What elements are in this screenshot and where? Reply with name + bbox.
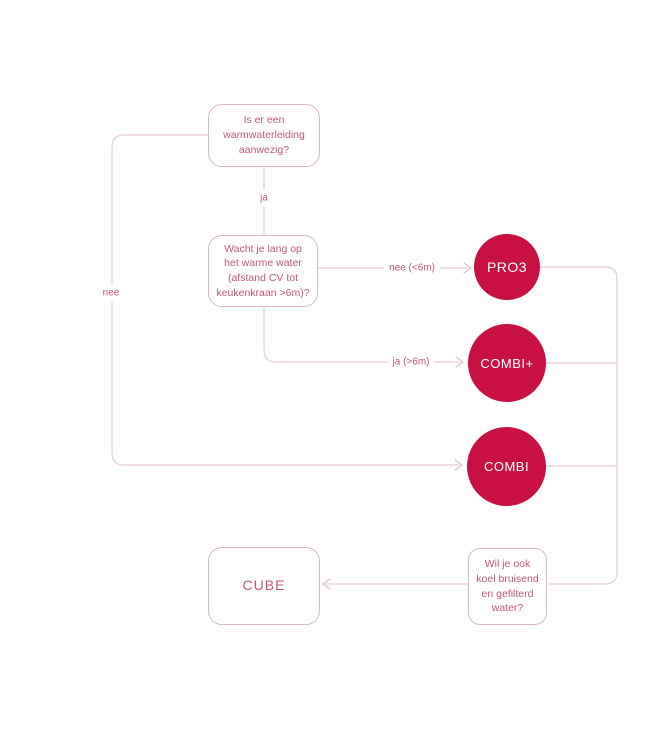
edge-label-ja: ja bbox=[255, 189, 273, 207]
edge-label-ja-6m: ja (>6m) bbox=[387, 353, 435, 371]
decision-box-koelwater-label: Wil je ook koel bruisend en gefilterd wa… bbox=[476, 558, 539, 615]
arrowhead-pro3 bbox=[463, 262, 472, 274]
edge-label-nee-6m: nee (<6m) bbox=[384, 259, 440, 277]
edge-ja6m-to-combiplus bbox=[263, 307, 460, 363]
result-circle-combi: COMBI bbox=[467, 427, 546, 506]
decision-box-wachttijd-label: Wacht je lang op het warme water (afstan… bbox=[216, 242, 310, 299]
decision-box-warmwaterleiding-label: Is er een warmwaterleiding aanwezig? bbox=[223, 114, 305, 156]
result-box-cube-label: CUBE bbox=[242, 577, 286, 594]
result-circle-combi-label: COMBI bbox=[483, 459, 530, 474]
decision-box-warmwaterleiding: Is er een warmwaterleiding aanwezig? bbox=[208, 104, 320, 167]
arrowhead-combi bbox=[454, 459, 463, 471]
edge-pro3-to-q3 bbox=[540, 266, 618, 585]
result-circle-combiplus: COMBI+ bbox=[468, 324, 546, 402]
result-circle-pro3-label: PRO3 bbox=[486, 259, 528, 275]
result-circle-pro3: PRO3 bbox=[474, 234, 540, 300]
decision-box-koelwater: Wil je ook koel bruisend en gefilterd wa… bbox=[468, 548, 547, 625]
result-circle-combiplus-label: COMBI+ bbox=[480, 355, 534, 371]
arrowhead-cube bbox=[322, 578, 331, 590]
edge-label-nee: nee bbox=[97, 284, 125, 302]
arrowhead-combiplus bbox=[455, 356, 464, 368]
result-box-cube: CUBE bbox=[208, 547, 320, 625]
decision-box-wachttijd: Wacht je lang op het warme water (afstan… bbox=[208, 235, 318, 307]
